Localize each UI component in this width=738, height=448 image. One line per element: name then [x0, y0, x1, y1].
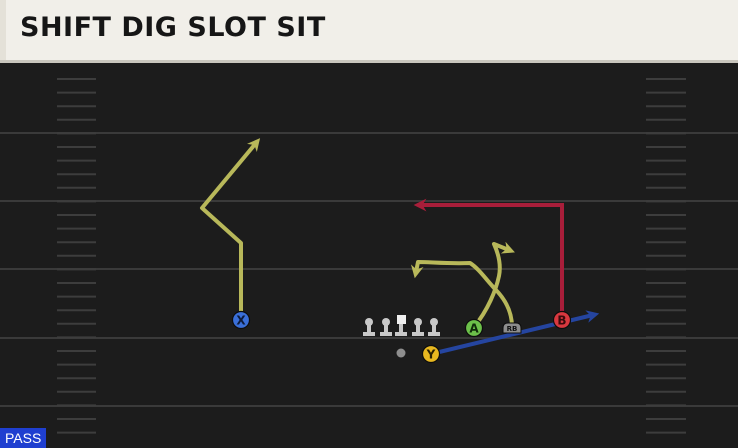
- x-button-icon: [231, 310, 251, 330]
- field-surface: [0, 63, 738, 448]
- route-rb-dig: [410, 260, 514, 329]
- route-x-post: [200, 138, 261, 320]
- player-b-label: B: [557, 314, 566, 328]
- quarterback-marker: [396, 348, 406, 358]
- lineman-icon: [363, 318, 375, 336]
- player-x-label: X: [236, 314, 246, 328]
- header-accent: [0, 0, 6, 60]
- hash-marks-right: [646, 78, 686, 434]
- a-button-icon: [464, 318, 484, 338]
- lineman-icon: [428, 318, 440, 336]
- hash-marks-left: [57, 78, 96, 434]
- lineman-icon: [412, 318, 424, 336]
- route-b-in: [413, 198, 564, 322]
- yard-lines: [0, 132, 738, 407]
- player-rb-label: RB: [507, 325, 518, 333]
- play-header: SHIFT DIG SLOT SIT: [0, 0, 738, 63]
- playbook-field: X A B Y RB: [0, 63, 738, 448]
- player-b[interactable]: B: [552, 310, 572, 330]
- player-a[interactable]: A: [464, 318, 484, 338]
- player-rb[interactable]: RB: [502, 322, 522, 334]
- rb-helmet-icon: [502, 322, 522, 334]
- player-a-label: A: [469, 322, 479, 336]
- center-icon: [395, 315, 407, 336]
- y-button-icon: [421, 344, 441, 364]
- route-a-wheel: [472, 241, 515, 329]
- player-y[interactable]: Y: [421, 344, 441, 364]
- b-button-icon: [552, 310, 572, 330]
- offensive-line: [363, 315, 440, 336]
- player-x[interactable]: X: [231, 310, 251, 330]
- lineman-icon: [380, 318, 392, 336]
- play-title: SHIFT DIG SLOT SIT: [20, 12, 326, 43]
- player-y-label: Y: [426, 348, 436, 362]
- play-type-badge: PASS: [0, 428, 47, 448]
